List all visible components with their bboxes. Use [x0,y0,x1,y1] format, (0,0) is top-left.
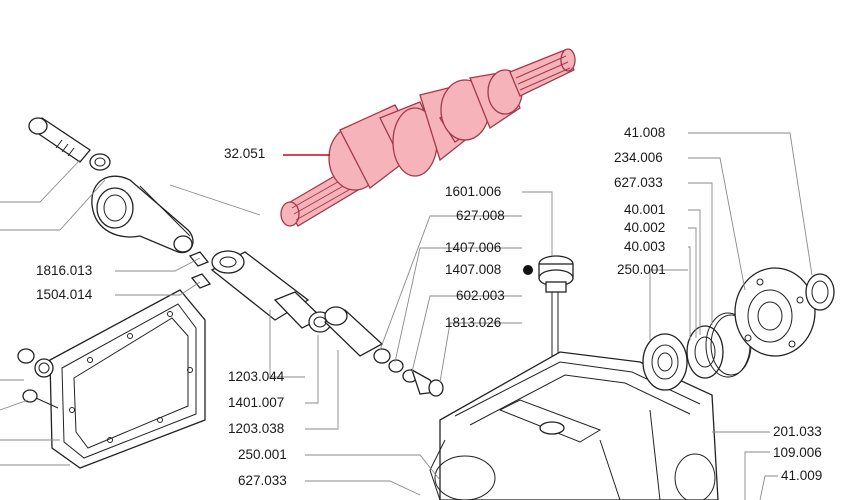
label-40-001[interactable]: 40.001 [624,202,666,217]
label-109-006[interactable]: 109.006 [773,445,822,460]
label-1407-006[interactable]: 1407.006 [445,240,502,255]
crankshaft-part[interactable] [280,48,576,227]
label-1816-013[interactable]: 1816.013 [36,263,93,278]
label-41-008[interactable]: 41.008 [624,125,666,140]
label-627-008[interactable]: 627.008 [456,208,505,223]
pump-housing-part[interactable] [429,351,719,500]
pin-part[interactable] [188,251,212,289]
label-40-003[interactable]: 40.003 [624,239,666,254]
washer-part[interactable] [89,153,111,171]
bearing-part[interactable] [642,333,688,391]
bearing-cover-part[interactable] [734,267,816,357]
leader-lines [0,132,813,500]
label-627-033-right[interactable]: 627.033 [614,175,663,190]
label-40-002[interactable]: 40.002 [624,220,666,235]
label-1601-006[interactable]: 1601.006 [445,184,502,199]
seal-part[interactable] [373,348,444,397]
cover-ring-part[interactable] [805,273,835,311]
plunger-part[interactable] [323,306,384,357]
plunger-guide-part[interactable] [210,250,324,329]
label-1401-007[interactable]: 1401.007 [228,395,285,410]
label-1203-038[interactable]: 1203.038 [228,421,285,436]
label-41-009[interactable]: 41.009 [781,468,823,483]
bolt-part[interactable] [28,117,91,163]
seal-ring-part[interactable] [686,325,724,379]
label-201-033[interactable]: 201.033 [773,424,822,439]
label-1813-026[interactable]: 1813.026 [445,315,502,330]
label-234-006[interactable]: 234.006 [614,150,663,165]
connecting-rod-part[interactable] [91,175,194,254]
oil-plug-part[interactable] [538,255,574,360]
label-1203-044[interactable]: 1203.044 [228,369,285,384]
label-1504-014[interactable]: 1504.014 [36,287,93,302]
label-250-001-right[interactable]: 250.001 [617,262,666,277]
label-32-051[interactable]: 32.051 [224,146,266,161]
marker-dot [523,265,533,275]
side-cover-part[interactable] [49,289,206,469]
screw-part[interactable] [22,389,59,409]
label-250-001-bottom[interactable]: 250.001 [238,447,287,462]
label-602-003[interactable]: 602.003 [456,288,505,303]
label-627-033-bottom[interactable]: 627.033 [238,473,287,488]
drain-plug-part[interactable] [17,348,54,378]
label-1407-008[interactable]: 1407.008 [445,262,502,277]
